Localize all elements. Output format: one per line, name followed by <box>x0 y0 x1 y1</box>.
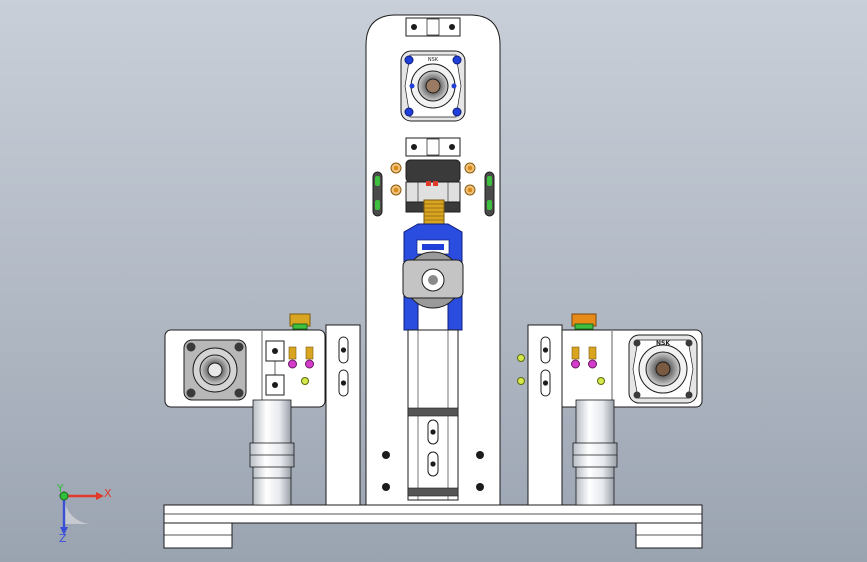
upright-mount-holes <box>382 451 484 491</box>
y-axis-dot <box>59 491 69 501</box>
bolt-icon <box>452 55 462 65</box>
lower-clamp-block[interactable] <box>405 137 461 157</box>
orientation-triad[interactable]: X Y Z <box>56 482 112 545</box>
right-flange-bearing[interactable]: NSK <box>628 334 698 404</box>
right-support-column[interactable] <box>527 324 563 506</box>
y-axis-label: Y <box>56 482 64 495</box>
bolt-icon <box>404 107 414 117</box>
z-axis-label: Z <box>59 532 67 545</box>
left-support-column[interactable] <box>325 324 361 506</box>
spring-cylinder-head[interactable] <box>405 159 461 227</box>
slide-rod[interactable] <box>407 329 459 501</box>
upright-fasteners <box>372 162 495 217</box>
right-arm-fasteners <box>517 313 605 385</box>
bolt-icon <box>404 55 414 65</box>
base-plate[interactable] <box>163 504 703 549</box>
top-flange-bearing[interactable]: NSK <box>400 50 466 122</box>
bearing-brand-label: NSK <box>428 57 439 63</box>
left-arm-fasteners <box>288 313 314 385</box>
left-flange-bearing[interactable] <box>183 339 247 401</box>
blue-clevis-bracket[interactable] <box>402 223 464 331</box>
top-clamp-block[interactable] <box>405 17 461 37</box>
right-guide-shaft[interactable] <box>572 399 618 506</box>
bolt-icon <box>452 107 462 117</box>
x-axis-label: X <box>104 487 112 500</box>
left-arm-clamp[interactable] <box>265 340 285 396</box>
left-guide-shaft[interactable] <box>249 399 295 506</box>
bearing-brand-label: NSK <box>656 340 670 347</box>
